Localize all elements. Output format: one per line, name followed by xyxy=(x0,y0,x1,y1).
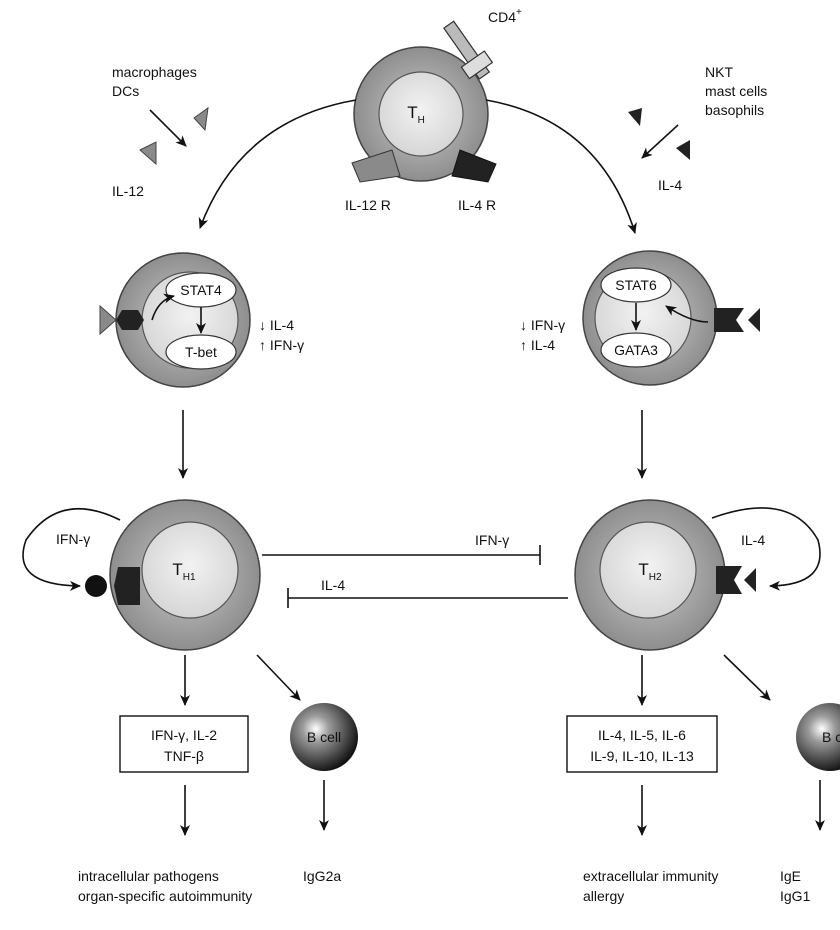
right-source-line2: mast cells xyxy=(705,83,767,99)
th1-cytokines-line1: IFN-γ, IL-2 xyxy=(151,727,217,743)
arrow-to-th2-path xyxy=(486,100,635,233)
th1-cytokines-line2: TNF-β xyxy=(164,748,204,764)
stat6-label: STAT6 xyxy=(615,277,657,293)
th1-effect-line1: intracellular pathogens xyxy=(78,868,219,884)
il4-receptor-icon xyxy=(714,308,744,332)
right-effect-1: ↓ IFN-γ xyxy=(520,317,565,333)
il4-ligand-icon xyxy=(628,108,642,126)
left-effect-2: ↑ IFN-γ xyxy=(259,337,304,353)
right-source-line3: basophils xyxy=(705,102,764,118)
th1-effect-line2: organ-specific autoimmunity xyxy=(78,888,252,904)
cd4-label: CD4+ xyxy=(488,7,522,25)
th2-effect-line2: allergy xyxy=(583,888,624,904)
il12-ligand-icon xyxy=(140,142,156,164)
il4-ligand-icon xyxy=(676,140,690,160)
th2-effect-line1: extracellular immunity xyxy=(583,868,718,884)
il4-receptor-icon xyxy=(716,566,742,594)
left-source-line1: macrophages xyxy=(112,64,197,80)
th1-autocrine-label: IFN-γ xyxy=(56,531,90,547)
th1-bcell-label: B cell xyxy=(307,729,341,745)
il12-ligand-icon xyxy=(100,306,116,334)
gata3-label: GATA3 xyxy=(614,342,658,358)
th2-bcell-label: B cell xyxy=(822,729,840,745)
th2-committing-cell: STAT6 GATA3 xyxy=(583,251,717,385)
right-effect-2: ↑ IL-4 xyxy=(520,337,555,353)
th2-antibody-line2: IgG1 xyxy=(780,888,811,904)
il4-ligand-icon xyxy=(744,568,756,592)
th2-cytokines-line2: IL-9, IL-10, IL-13 xyxy=(590,748,694,764)
il12-receptor-label: IL-12 R xyxy=(345,197,391,213)
ifng-ligand-icon xyxy=(85,575,107,597)
left-source-line2: DCs xyxy=(112,83,139,99)
th1-antibody: IgG2a xyxy=(303,868,341,884)
il4-ligand-icon xyxy=(748,308,760,332)
th2-autocrine-label: IL-4 xyxy=(741,532,765,548)
ifng-receptor-icon xyxy=(114,567,140,605)
th2-cytokines-line1: IL-4, IL-5, IL-6 xyxy=(598,727,686,743)
th1-autocrine-loop xyxy=(23,509,120,586)
il12-label: IL-12 xyxy=(112,183,144,199)
th2-antibody-line1: IgE xyxy=(780,868,801,884)
th2-cell: TH2 xyxy=(575,500,725,650)
tbet-label: T-bet xyxy=(185,344,217,360)
il4-receptor-label: IL-4 R xyxy=(458,197,496,213)
ifng-inhibition-label: IFN-γ xyxy=(475,532,509,548)
il4-label: IL-4 xyxy=(658,177,682,193)
right-source-line1: NKT xyxy=(705,64,733,80)
stat4-label: STAT4 xyxy=(180,282,222,298)
il12-receptor-icon xyxy=(352,150,400,182)
il4-inhibition-label: IL-4 xyxy=(321,577,345,593)
left-effect-1: ↓ IL-4 xyxy=(259,317,294,333)
arrow-to-th1-path xyxy=(200,100,356,228)
il12-ligand-icon xyxy=(194,108,208,130)
